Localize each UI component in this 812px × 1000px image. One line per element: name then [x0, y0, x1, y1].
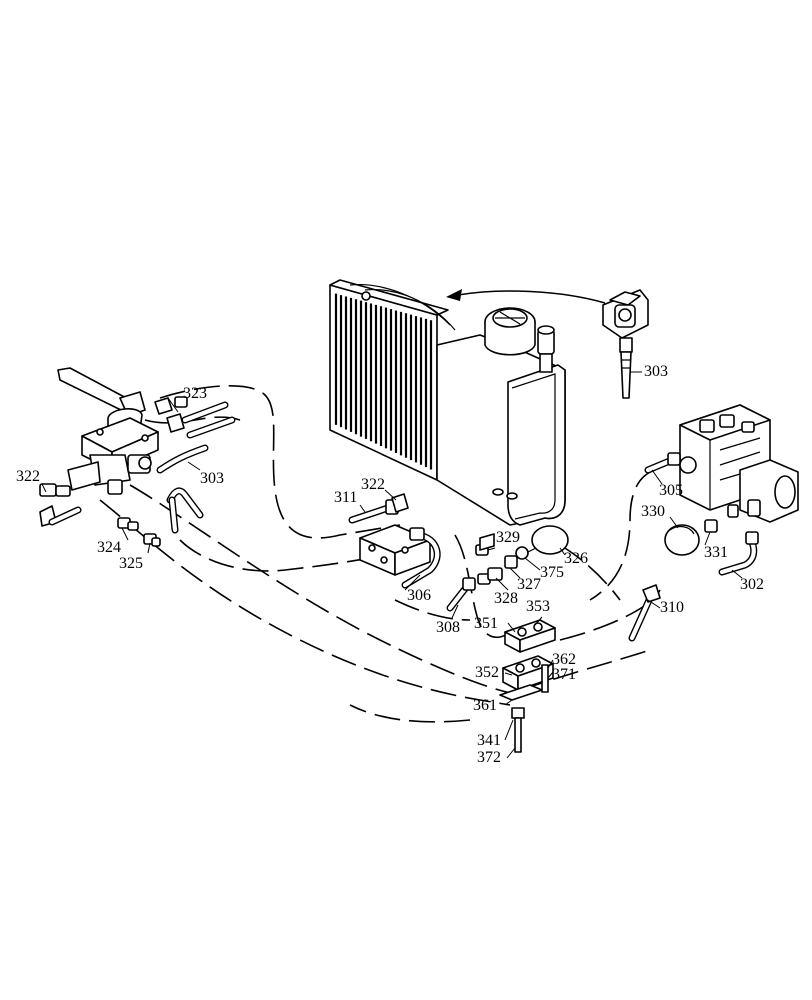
callout-328: 328	[494, 590, 518, 607]
callout-306: 306	[407, 587, 431, 604]
filter-head-icon	[602, 289, 649, 399]
hose-305	[644, 452, 681, 474]
callout-leaders	[41, 371, 743, 759]
callout-361: 361	[473, 697, 497, 714]
callout-305: 305	[659, 482, 683, 499]
hydraulic-tank-icon	[361, 291, 566, 526]
callout-331: 331	[704, 544, 728, 561]
callout-322-mid: 322	[361, 476, 385, 493]
hose-303-short	[156, 401, 236, 474]
callout-341: 341	[477, 732, 501, 749]
callout-351: 351	[474, 615, 498, 632]
fitting-323-icon	[154, 396, 188, 433]
callout-311: 311	[334, 489, 358, 506]
hose-306	[401, 527, 441, 589]
callout-353: 353	[526, 598, 550, 615]
callout-325: 325	[119, 555, 143, 572]
callout-322-left: 322	[16, 468, 40, 485]
callout-324: 324	[97, 539, 121, 556]
callout-303-top: 303	[644, 363, 668, 380]
callout-330: 330	[641, 503, 665, 520]
hydraulic-pump-icon	[679, 404, 799, 523]
hose-u-bend	[166, 487, 204, 534]
callout-327: 327	[517, 576, 541, 593]
hose-311	[348, 493, 409, 524]
callout-362: 362	[552, 651, 576, 668]
callout-303-mid: 303	[200, 470, 224, 487]
hose-308	[446, 577, 476, 612]
radiator-grille-icon	[329, 279, 456, 481]
callout-352: 352	[475, 664, 499, 681]
hand-pump-lever-icon	[57, 367, 159, 495]
fittings-326-329-icon	[475, 525, 569, 585]
callout-326: 326	[564, 550, 588, 567]
callout-310: 310	[660, 599, 684, 616]
hose-310	[628, 584, 661, 642]
callout-329: 329	[496, 529, 520, 546]
callout-372: 372	[477, 749, 501, 766]
callout-302: 302	[740, 576, 764, 593]
fitting-322-left-icon	[39, 483, 82, 527]
accumulator-icon	[664, 519, 718, 556]
fitting-324-325-icon	[117, 517, 161, 547]
callout-375: 375	[540, 564, 564, 581]
callout-371: 371	[552, 666, 576, 683]
hose-302	[718, 531, 759, 576]
hose-clamp-icon	[499, 619, 556, 753]
callout-323: 323	[183, 385, 207, 402]
callout-308: 308	[436, 619, 460, 636]
assembly-arrow	[446, 289, 606, 304]
